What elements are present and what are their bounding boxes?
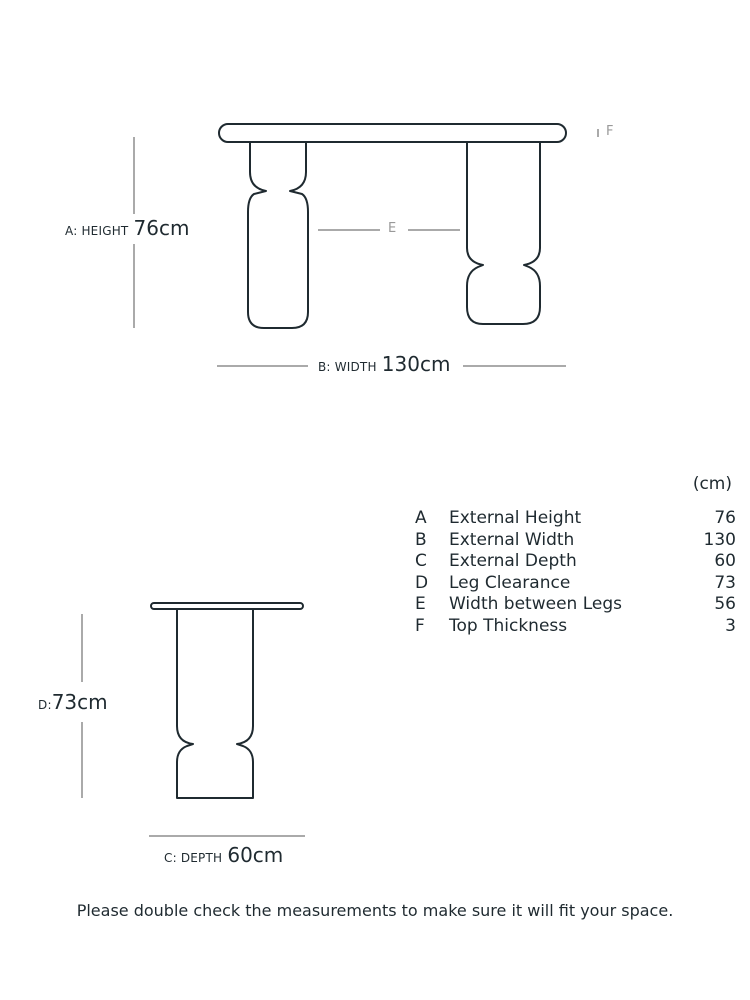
dimension-letter: F xyxy=(415,616,425,636)
side-leg xyxy=(176,609,254,799)
height-label: A: HEIGHT xyxy=(65,224,129,238)
depth-value: 60cm xyxy=(227,843,284,867)
dimension-label: Leg Clearance xyxy=(449,572,571,593)
between-legs-marker: E xyxy=(388,221,397,236)
dimension-value: 73 xyxy=(714,572,736,593)
front-tabletop xyxy=(218,123,567,143)
dimension-value: 56 xyxy=(714,594,736,615)
dimension-letter: C xyxy=(415,551,427,572)
front-left-leg xyxy=(247,142,309,329)
width-label: B: WIDTH xyxy=(318,360,377,374)
width-value: 130cm xyxy=(381,352,451,376)
side-view-drawing xyxy=(81,602,305,837)
dimension-letter: E xyxy=(415,594,426,615)
dimension-label: External Depth xyxy=(449,551,577,572)
dimension-letter: A xyxy=(415,508,427,528)
dimension-letter: B xyxy=(415,529,427,550)
width-dimension-label: B: WIDTH 130cm xyxy=(318,352,450,376)
dimension-value: 76 xyxy=(714,508,736,528)
footer-note: Please double check the measurements to … xyxy=(76,901,674,920)
height-value: 76cm xyxy=(133,216,190,240)
leg-clearance-dimension-label: D:73cm xyxy=(38,690,108,714)
dimension-label: Top Thickness xyxy=(449,616,568,636)
depth-dimension-label: C: DEPTH 60cm xyxy=(164,843,283,867)
leg-clearance-value: 73cm xyxy=(51,690,108,714)
front-right-leg xyxy=(466,142,541,325)
side-tabletop xyxy=(150,602,304,610)
dimension-value: 130 xyxy=(703,529,736,550)
leg-clearance-label: D: xyxy=(38,698,52,712)
dimension-label: Width between Legs xyxy=(449,594,622,615)
table-unit-header: (cm) xyxy=(692,474,732,494)
dimension-letter: D xyxy=(415,572,429,593)
dimension-value: 3 xyxy=(725,616,736,636)
front-view-drawing xyxy=(133,123,599,367)
dimension-value: 60 xyxy=(714,551,736,572)
dimension-label: External Height xyxy=(449,508,582,528)
depth-label: C: DEPTH xyxy=(164,851,223,865)
top-thickness-marker: F xyxy=(606,124,614,139)
dimension-label: External Width xyxy=(449,529,575,550)
height-dimension-label: A: HEIGHT 76cm xyxy=(65,216,189,240)
